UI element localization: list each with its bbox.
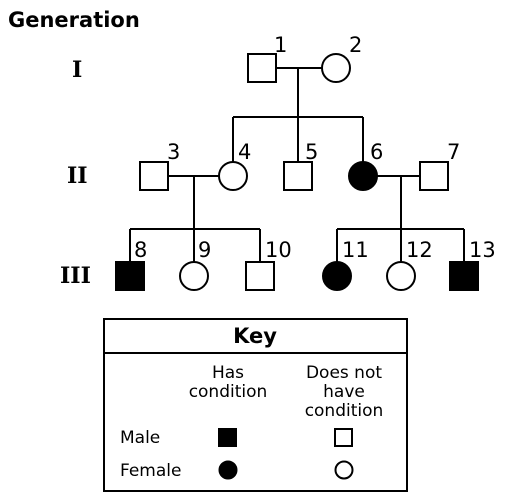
individual-3-number: 3 — [167, 140, 180, 164]
individual-1-number: 1 — [274, 33, 287, 57]
individual-7-square-icon — [419, 161, 449, 191]
key-row-female: Female — [120, 461, 181, 481]
individual-2-number: 2 — [349, 33, 362, 57]
key-female-unaffected-icon — [334, 460, 354, 480]
key-male-unaffected-icon — [334, 428, 353, 447]
key-col-not-line3: condition — [305, 401, 384, 421]
individual-10-square-icon — [245, 261, 275, 291]
individual-6-number: 6 — [370, 140, 383, 164]
individual-2-circle-icon — [321, 53, 351, 83]
individual-4-number: 4 — [238, 140, 251, 164]
individual-1-square-icon — [247, 53, 277, 83]
generation-label-iii: III — [60, 263, 91, 289]
individual-7-number: 7 — [447, 140, 460, 164]
key-border — [103, 318, 408, 492]
key-row-male: Male — [120, 428, 160, 448]
key-title: Key — [233, 324, 277, 348]
individual-6-circle-icon — [348, 161, 378, 191]
individual-8-number: 8 — [134, 238, 147, 262]
individual-5-number: 5 — [305, 140, 318, 164]
individual-9-circle-icon — [179, 261, 209, 291]
key-col-has-line2: condition — [189, 382, 268, 402]
individual-10-number: 10 — [265, 238, 292, 262]
generation-label-i: I — [72, 57, 82, 83]
generation-title: Generation — [8, 8, 140, 32]
individual-9-number: 9 — [198, 238, 211, 262]
individual-3-square-icon — [139, 161, 169, 191]
key-female-affected-icon — [218, 460, 238, 480]
key-col-has-line1: Has — [212, 363, 244, 383]
individual-11-number: 11 — [342, 238, 369, 262]
individual-13-number: 13 — [469, 238, 496, 262]
individual-8-square-icon — [115, 261, 145, 291]
individual-5-square-icon — [283, 161, 313, 191]
individual-4-circle-icon — [218, 161, 248, 191]
generation-label-ii: II — [67, 163, 88, 189]
individual-12-circle-icon — [386, 261, 416, 291]
individual-13-square-icon — [449, 261, 479, 291]
individual-12-number: 12 — [406, 238, 433, 262]
key-box: Key Has condition Does not have conditio… — [103, 318, 408, 492]
individual-11-circle-icon — [322, 261, 352, 291]
pedigree-lines — [129, 67, 465, 262]
key-male-affected-icon — [218, 428, 237, 447]
key-col-not-line1: Does not — [306, 363, 382, 383]
key-col-not-line2: have — [323, 382, 365, 402]
